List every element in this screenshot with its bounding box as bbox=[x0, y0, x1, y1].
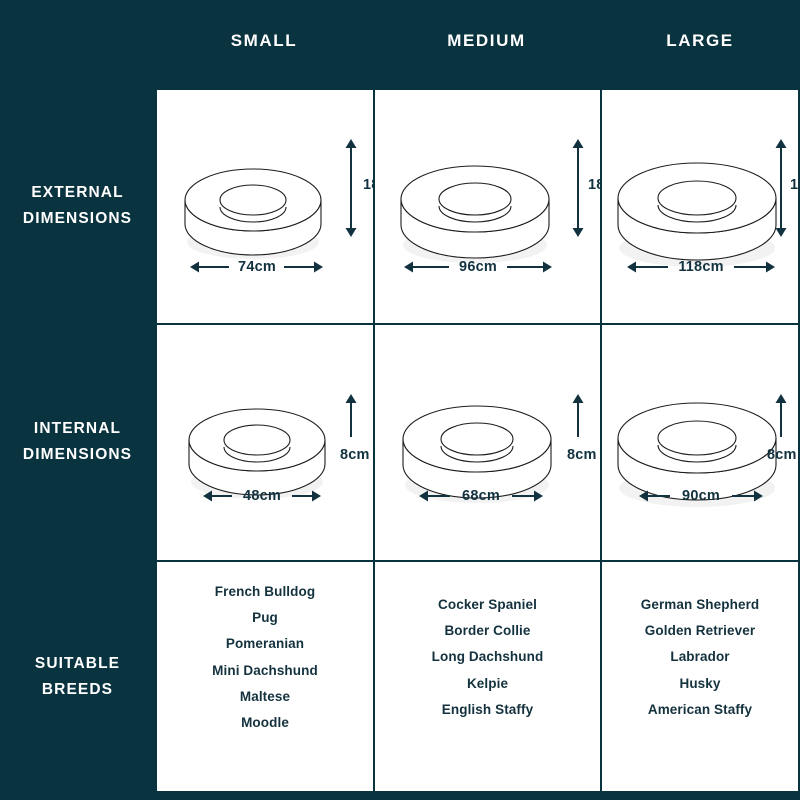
list-item: Husky bbox=[679, 675, 721, 691]
external-height-label-large: 18cm bbox=[790, 177, 800, 193]
dog-bed-illustration-internal-medium: 8cm 68cm bbox=[375, 325, 600, 560]
row-header-external-line1: EXTERNAL bbox=[31, 183, 124, 201]
width-arrow-icon bbox=[190, 261, 323, 273]
internal-width-label-large: 90cm bbox=[682, 488, 720, 504]
external-width-label-small: 74cm bbox=[238, 259, 276, 275]
dog-bed-illustration-external-small: 18cm 74cm bbox=[157, 90, 401, 323]
width-arrow-icon bbox=[627, 261, 775, 273]
list-item: Cocker Spaniel bbox=[438, 596, 537, 612]
row-header-breeds-line2: BREEDS bbox=[41, 680, 114, 698]
column-header-small: SMALL bbox=[155, 0, 373, 88]
list-item: American Staffy bbox=[647, 701, 753, 717]
internal-width-label-small: 48cm bbox=[243, 488, 281, 504]
height-arrow-up-icon bbox=[572, 394, 584, 437]
list-item: Maltese bbox=[239, 688, 291, 704]
internal-height-label-medium: 8cm bbox=[567, 447, 597, 463]
internal-width-label-medium: 68cm bbox=[462, 488, 500, 504]
height-arrow-icon bbox=[345, 139, 357, 237]
list-item: Labrador bbox=[670, 649, 730, 665]
width-arrow-icon bbox=[203, 490, 321, 502]
cell-external-large: 18cm 118cm bbox=[600, 88, 800, 323]
list-item: French Bulldog bbox=[214, 583, 316, 599]
dog-bed-icon bbox=[617, 162, 777, 267]
dog-bed-illustration-internal-large: 8cm 90cm bbox=[602, 325, 798, 560]
list-item: German Shepherd bbox=[640, 596, 760, 612]
list-item: Border Collie bbox=[444, 623, 531, 639]
cell-breeds-small: French Bulldog Pug Pomeranian Mini Dachs… bbox=[155, 560, 373, 793]
list-item: Kelpie bbox=[466, 675, 509, 691]
row-header-internal-line1: INTERNAL bbox=[33, 419, 122, 437]
dog-bed-icon bbox=[400, 165, 550, 263]
dog-bed-icon bbox=[184, 168, 322, 259]
row-header-external-line2: DIMENSIONS bbox=[22, 209, 133, 227]
internal-height-label-large: 8cm bbox=[767, 447, 797, 463]
cell-internal-small: 8cm 48cm bbox=[155, 323, 373, 560]
external-width-label-medium: 96cm bbox=[459, 259, 497, 275]
height-arrow-up-icon bbox=[775, 394, 787, 437]
breed-list-large: German Shepherd Golden Retriever Labrado… bbox=[602, 562, 798, 791]
cell-external-small: 18cm 74cm bbox=[155, 88, 401, 323]
dog-bed-illustration-external-medium: 18cm 96cm bbox=[375, 90, 626, 323]
list-item: Mini Dachshund bbox=[212, 662, 318, 678]
cell-breeds-medium: Cocker Spaniel Border Collie Long Dachsh… bbox=[373, 560, 600, 793]
height-arrow-icon bbox=[775, 139, 787, 237]
column-header-large: LARGE bbox=[600, 0, 800, 88]
width-arrow-icon bbox=[404, 261, 552, 273]
column-header-medium: MEDIUM bbox=[373, 0, 600, 88]
cell-internal-large: 8cm 90cm bbox=[600, 323, 800, 560]
height-arrow-up-icon bbox=[345, 394, 357, 437]
dog-bed-icon bbox=[617, 402, 777, 507]
dog-bed-illustration-internal-small: 8cm 48cm bbox=[157, 325, 373, 560]
cell-internal-medium: 8cm 68cm bbox=[373, 323, 600, 560]
width-arrow-icon bbox=[419, 490, 543, 502]
row-header-internal-dimensions: INTERNAL DIMENSIONS bbox=[0, 323, 155, 560]
internal-height-label-small: 8cm bbox=[340, 447, 370, 463]
cell-external-medium: 18cm 96cm bbox=[373, 88, 626, 323]
bottom-strip bbox=[0, 793, 800, 800]
row-header-breeds-line1: SUITABLE bbox=[34, 654, 121, 672]
list-item: Golden Retriever bbox=[644, 623, 756, 639]
table-corner-spacer bbox=[0, 0, 155, 88]
external-width-label-large: 118cm bbox=[678, 259, 724, 275]
breed-list-small: French Bulldog Pug Pomeranian Mini Dachs… bbox=[157, 562, 373, 791]
dog-bed-illustration-external-large: 18cm 118cm bbox=[602, 90, 800, 323]
height-arrow-icon bbox=[572, 139, 584, 237]
row-header-external-dimensions: EXTERNAL DIMENSIONS bbox=[0, 88, 155, 323]
width-arrow-icon bbox=[639, 490, 763, 502]
row-header-internal-line2: DIMENSIONS bbox=[22, 445, 133, 463]
list-item: Moodle bbox=[241, 715, 289, 731]
dog-bed-icon bbox=[402, 405, 552, 503]
cell-breeds-large: German Shepherd Golden Retriever Labrado… bbox=[600, 560, 800, 793]
dog-bed-icon bbox=[188, 408, 326, 499]
list-item: English Staffy bbox=[441, 701, 534, 717]
row-header-suitable-breeds: SUITABLE BREEDS bbox=[0, 560, 155, 793]
list-item: Pug bbox=[252, 609, 278, 625]
breed-list-medium: Cocker Spaniel Border Collie Long Dachsh… bbox=[375, 562, 600, 791]
list-item: Long Dachshund bbox=[431, 649, 544, 665]
list-item: Pomeranian bbox=[225, 636, 305, 652]
